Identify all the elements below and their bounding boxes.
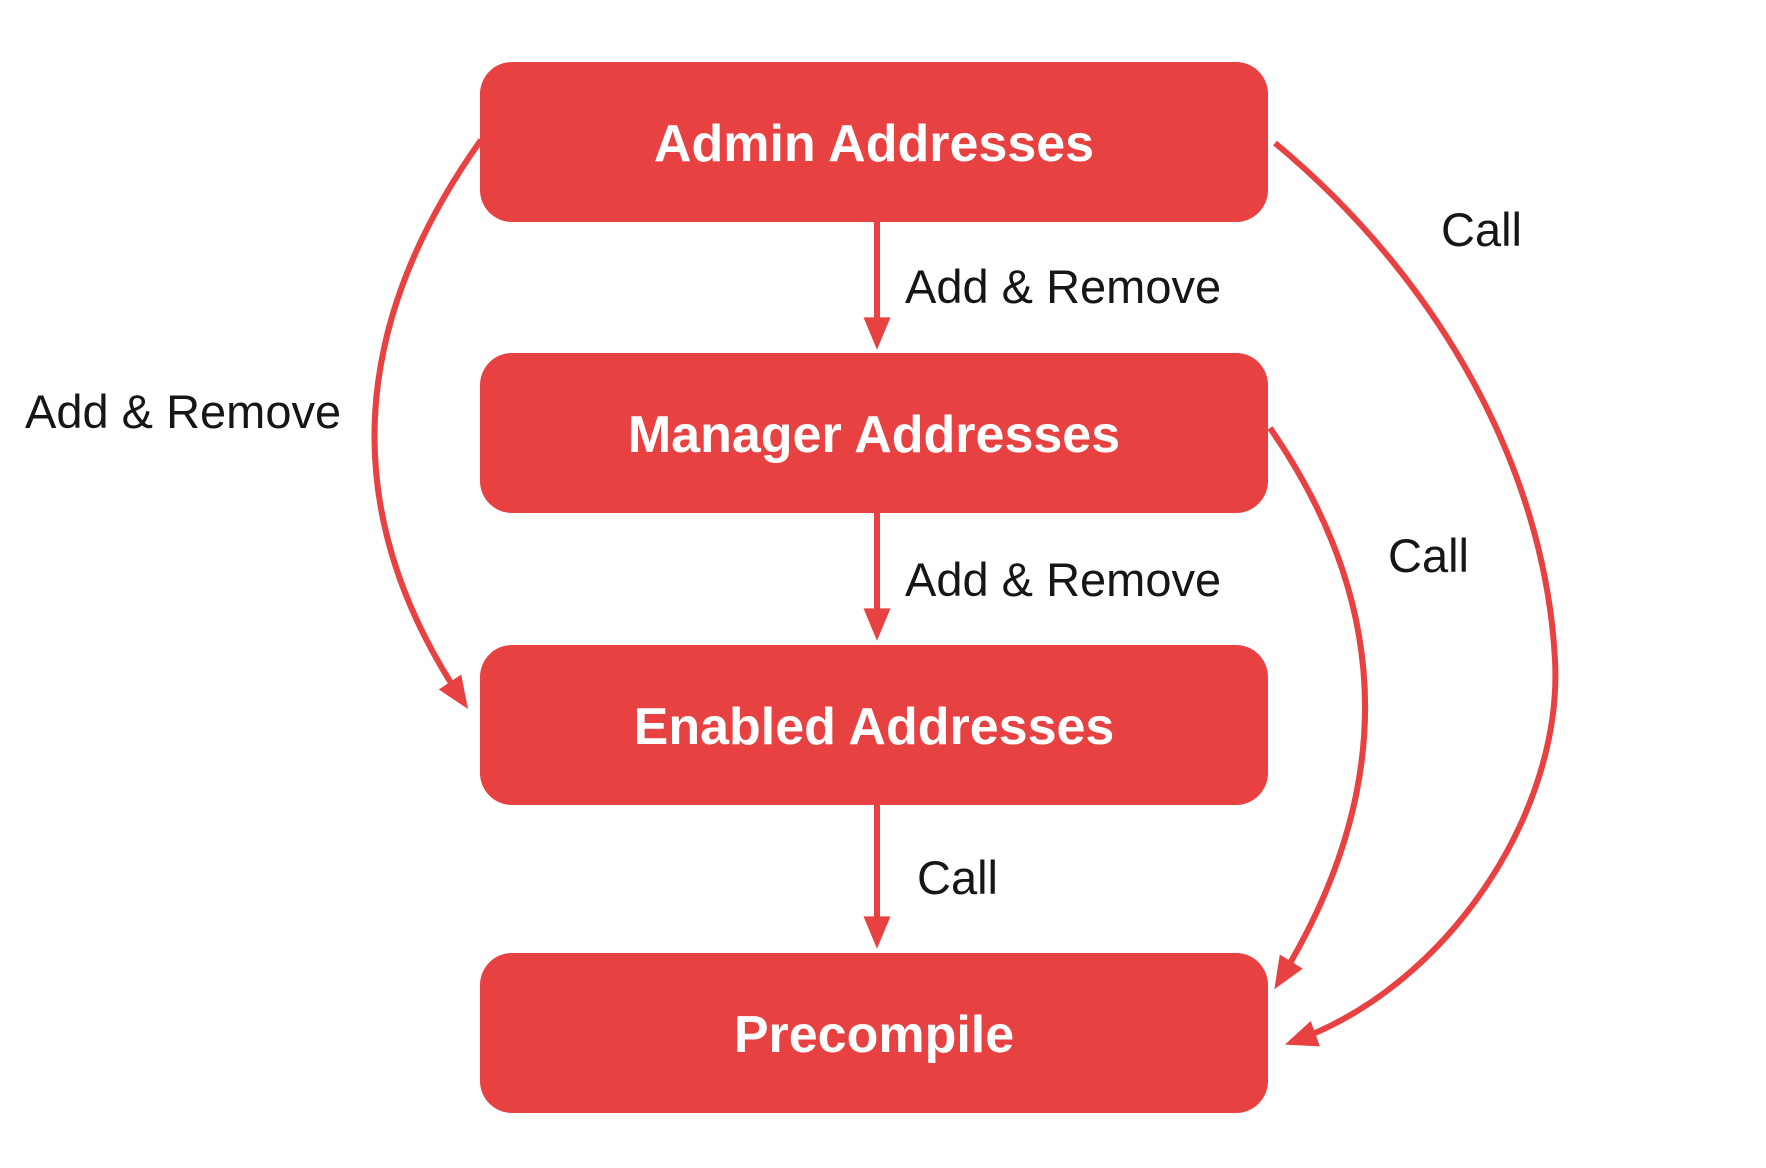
node-manager-addresses-box [480,353,1268,513]
node-precompile-box [480,953,1268,1113]
node-admin-addresses-box [480,62,1268,222]
edge-admin-to-enabled-arrow [371,138,484,709]
node-precompile: Precompile [480,953,1268,1113]
node-enabled-addresses-label: Enabled Addresses [634,698,1115,756]
node-manager-addresses-label: Manager Addresses [628,406,1120,464]
node-precompile-label: Precompile [734,1006,1014,1064]
edge-label-admin-to-manager: Add & Remove [905,260,1221,313]
node-admin-addresses-label: Admin Addresses [654,115,1094,173]
edge-label-admin-to-enabled: Add & Remove [25,385,341,438]
edge-label-manager-to-enabled: Add & Remove [905,553,1221,606]
node-enabled-addresses: Enabled Addresses [480,645,1268,805]
edge-manager-to-precompile-arrow [1267,426,1369,990]
edge-label-enabled-to-precompile: Call [917,851,998,904]
edge-label-manager-to-precompile: Call [1388,529,1469,582]
node-enabled-addresses-box [480,645,1268,805]
edge-admin-to-precompile-arrow [1273,140,1559,1047]
node-manager-addresses: Manager Addresses [480,353,1268,513]
node-admin-addresses: Admin Addresses [480,62,1268,222]
edge-label-admin-to-precompile: Call [1441,203,1522,256]
